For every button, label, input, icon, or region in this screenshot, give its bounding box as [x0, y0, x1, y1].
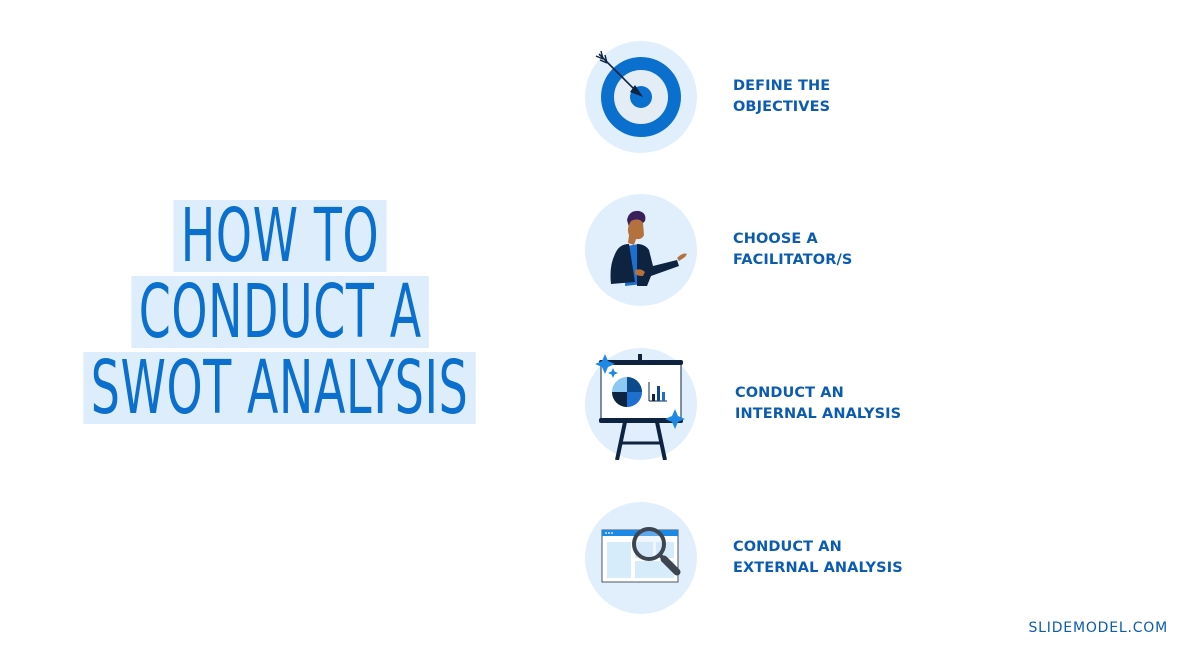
target-arrow-icon [595, 50, 681, 137]
step-icon-circle [585, 41, 697, 153]
title-line-2: CONDUCT A [131, 275, 429, 349]
step-label: CONDUCT AN INTERNAL ANALYSIS [735, 385, 902, 422]
step-icon-circle [585, 348, 697, 460]
step-label: CHOOSE A FACILITATOR/S [733, 231, 853, 268]
presenter-person-icon [610, 210, 687, 286]
step-label: DEFINE THE OBJECTIVES [733, 78, 831, 115]
page-title: HOW TO CONDUCT A SWOT ANALYSIS [40, 199, 520, 428]
step-define-objectives: DEFINE THE OBJECTIVES [585, 41, 1005, 153]
title-line-3: SWOT ANALYSIS [83, 351, 477, 425]
step-icon-circle [585, 502, 697, 614]
brand-watermark: SLIDEMODEL.COM [1028, 620, 1168, 636]
step-internal-analysis: CONDUCT AN INTERNAL ANALYSIS [585, 348, 1005, 460]
step-external-analysis: CONDUCT AN EXTERNAL ANALYSIS [585, 502, 1005, 614]
title-line-1: HOW TO [173, 199, 387, 273]
presentation-board-chart-icon [595, 354, 685, 460]
step-icon-circle [585, 194, 697, 306]
step-label: CONDUCT AN EXTERNAL ANALYSIS [733, 539, 903, 576]
magnifier-browser-icon [601, 527, 681, 583]
step-choose-facilitator: CHOOSE A FACILITATOR/S [585, 194, 1005, 306]
